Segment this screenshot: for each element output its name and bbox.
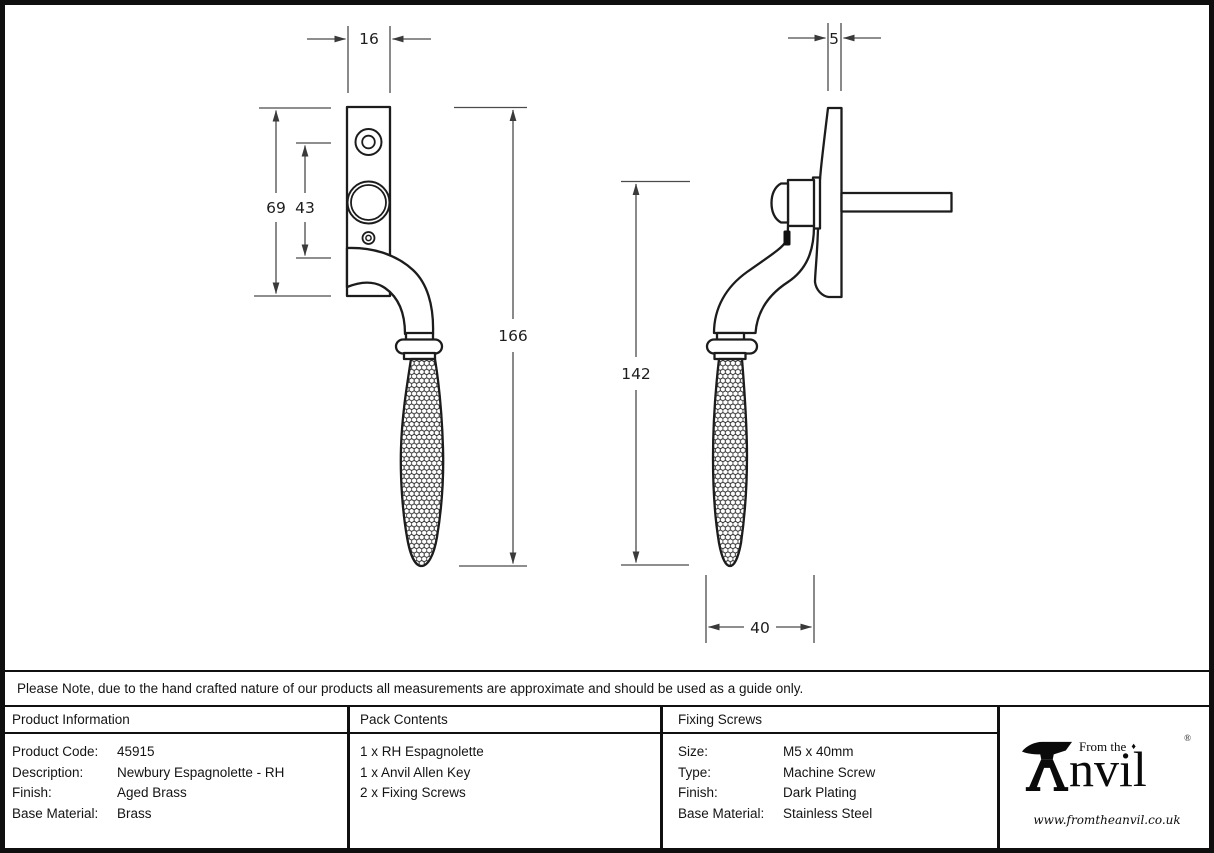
row-value: Dark Plating <box>783 785 857 800</box>
dimension-lines: 16 5 69 43 166 142 40 <box>254 23 881 643</box>
table-row: Finish: Dark Plating <box>663 783 997 804</box>
logo-url: www.fromtheanvil.co.uk <box>1033 813 1181 827</box>
row-value: Newbury Espagnolette - RH <box>117 764 285 780</box>
row-value: Machine Screw <box>783 764 876 780</box>
front-top-hole-outer <box>354 128 383 156</box>
side-collar-bulge <box>705 338 759 355</box>
front-screw-outer <box>361 231 376 245</box>
front-top-hole-inner <box>361 134 376 150</box>
side-grub-screw <box>783 230 791 246</box>
row-label: Base Material: <box>12 805 99 821</box>
table-row: Base Material: Stainless Steel <box>663 804 997 825</box>
product-information-header: Product Information <box>0 707 347 734</box>
row-value: Brass <box>117 805 152 821</box>
row-label: Product Code: <box>12 744 99 759</box>
dim-plate-thickness: 5 <box>829 30 839 48</box>
from-the-anvil-logo: From the♦ ® nvil www.fromtheanvil.co.uk <box>1021 733 1193 827</box>
dim-overall-length: 166 <box>498 327 528 345</box>
row-label: Base Material: <box>678 805 765 821</box>
row-label: Description: <box>12 764 84 780</box>
fixing-screws-column: Fixing Screws Size: M5 x 40mm Type: Mach… <box>663 707 1000 853</box>
row-label: Finish: <box>12 785 52 800</box>
measurement-note: Please Note, due to the hand crafted nat… <box>0 670 1214 705</box>
pack-contents-body: 1 x RH Espagnolette 1 x Anvil Allen Key … <box>350 734 660 853</box>
pack-contents-header: Pack Contents <box>350 707 660 734</box>
dim-drop: 142 <box>621 365 651 383</box>
row-value: M5 x 40mm <box>783 744 854 759</box>
brand-column: From the♦ ® nvil www.fromtheanvil.co.uk <box>1000 707 1214 853</box>
front-view <box>345 105 445 568</box>
technical-drawing: 16 5 69 43 166 142 40 <box>254 23 953 643</box>
table-row: Product Code: 45915 <box>0 742 347 763</box>
side-grip <box>711 357 749 568</box>
row-value: 45915 <box>117 744 155 759</box>
row-label: Finish: <box>678 785 718 800</box>
dim-plate-width: 16 <box>359 30 379 48</box>
pack-contents-column: Pack Contents 1 x RH Espagnolette 1 x An… <box>350 707 663 853</box>
diamond-icon: ♦ <box>1131 741 1136 751</box>
dim-projection: 40 <box>750 619 770 637</box>
row-label: Type: <box>678 764 712 780</box>
side-boss-dome <box>770 182 790 224</box>
side-boss-cylinder <box>786 178 816 228</box>
spec-table: Product Information Product Code: 45915 … <box>0 705 1214 853</box>
side-spindle <box>840 191 953 213</box>
registered-mark: ® <box>1184 733 1191 743</box>
fixing-screws-header: Fixing Screws <box>663 707 997 734</box>
list-item: 1 x RH Espagnolette <box>360 744 484 759</box>
table-row: Description: Newbury Espagnolette - RH <box>0 763 347 784</box>
front-boss-outer <box>346 180 391 225</box>
list-item: 2 x Fixing Screws <box>360 785 466 800</box>
dim-fixing-centres: 43 <box>295 199 315 217</box>
side-handle-arm <box>712 224 816 335</box>
logo-brand-rest: nvil <box>1069 741 1147 797</box>
dim-plate-height: 69 <box>266 199 286 217</box>
table-row: Finish: Aged Brass <box>0 783 347 804</box>
table-row: Base Material: Brass <box>0 804 347 825</box>
side-backplate <box>813 106 843 299</box>
row-label: Size: <box>678 744 709 759</box>
table-row: Size: M5 x 40mm <box>663 742 997 763</box>
list-item: 1 x Anvil Allen Key <box>360 764 471 780</box>
anvil-a-icon <box>1021 741 1073 791</box>
product-information-column: Product Information Product Code: 45915 … <box>0 707 350 853</box>
front-grip <box>399 357 445 568</box>
front-screw-inner <box>365 234 372 242</box>
logo-from-the: From the♦ <box>1079 739 1136 754</box>
row-value: Stainless Steel <box>783 805 873 821</box>
row-value: Aged Brass <box>117 785 187 800</box>
table-row: Type: Machine Screw <box>663 763 997 784</box>
front-collar-bulge <box>394 338 444 355</box>
side-view <box>705 106 953 568</box>
product-information-body: Product Code: 45915 Description: Newbury… <box>0 734 347 853</box>
front-boss-inner <box>350 184 387 221</box>
fixing-screws-body: Size: M5 x 40mm Type: Machine Screw Fini… <box>663 734 997 853</box>
